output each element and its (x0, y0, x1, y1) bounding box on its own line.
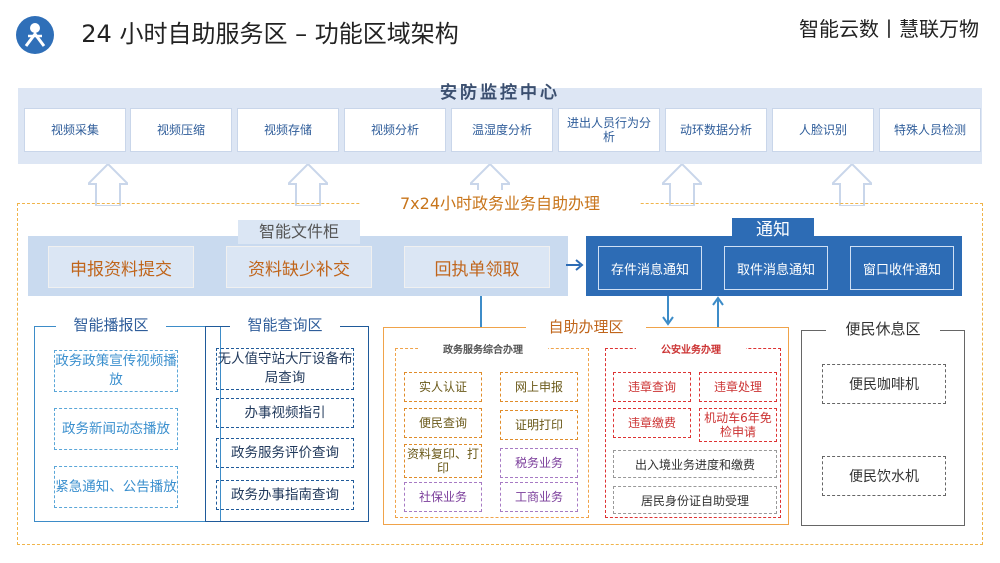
up-arrow-icon (88, 164, 128, 206)
gov-item: 实人认证 (404, 372, 482, 402)
up-arrow-icon (662, 164, 702, 206)
rest-item: 便民饮水机 (822, 456, 946, 496)
page-title: 24 小时自助服务区 – 功能区域架构 (81, 20, 459, 48)
rest-title: 便民休息区 (826, 318, 940, 339)
up-arrow-icon (832, 164, 872, 206)
gov-item: 税务业务 (500, 448, 578, 478)
police-item-wide: 居民身份证自助受理 (613, 486, 777, 514)
file-cabinet-item: 申报资料提交 (48, 246, 194, 288)
gov-item: 证明打印 (500, 410, 578, 440)
broadcast-item: 紧急通知、公告播放 (54, 466, 178, 508)
gov-service-title: 政务服务综合办理 (418, 341, 548, 356)
police-item: 违章缴费 (613, 408, 691, 438)
notice-item: 窗口收件通知 (850, 246, 954, 290)
gov-item: 资料复印、打印 (404, 444, 482, 478)
notice-item: 取件消息通知 (724, 246, 828, 290)
connector-line (480, 296, 482, 328)
broadcast-item: 政务政策宣传视频播放 (54, 350, 178, 392)
query-title: 智能查询区 (230, 314, 340, 335)
file-cabinet-item: 回执单领取 (404, 246, 550, 288)
notice-item: 存件消息通知 (598, 246, 702, 290)
monitor-item: 视频存储 (237, 108, 339, 152)
gov-item: 社保业务 (404, 482, 482, 512)
police-item-wide: 出入境业务进度和缴费 (613, 450, 777, 478)
main-title: 7x24小时政务业务自助办理 (360, 190, 640, 214)
up-small-arrow-icon (712, 296, 724, 328)
monitor-item: 人脸识别 (772, 108, 874, 152)
police-item: 机动车6年免检申请 (699, 408, 777, 442)
monitor-item: 动环数据分析 (665, 108, 767, 152)
police-item: 违章处理 (699, 372, 777, 402)
query-item: 办事视频指引 (216, 398, 354, 428)
down-arrow-icon (662, 296, 674, 326)
monitor-item: 特殊人员检测 (879, 108, 981, 152)
up-arrow-icon (288, 164, 328, 206)
right-arrow-icon (566, 259, 584, 271)
self-service-title: 自助办理区 (526, 316, 646, 337)
monitor-item: 视频压缩 (130, 108, 232, 152)
gov-item: 网上申报 (500, 372, 578, 402)
rest-item: 便民咖啡机 (822, 364, 946, 404)
monitor-item: 视频分析 (344, 108, 446, 152)
police-item: 违章查询 (613, 372, 691, 402)
notice-title: 通知 (732, 218, 814, 242)
monitor-item: 温湿度分析 (451, 108, 553, 152)
query-item: 无人值守站大厅设备布局查询 (216, 348, 354, 390)
file-cabinet-item: 资料缺少补交 (226, 246, 372, 288)
query-item: 政务办事指南查询 (216, 480, 354, 510)
monitor-item: 进出人员行为分析 (558, 108, 660, 152)
monitor-title: 安防监控中心 (440, 83, 560, 103)
rest-panel (801, 330, 965, 526)
logo-icon (16, 16, 54, 54)
gov-item: 便民查询 (404, 408, 482, 438)
brand-text: 智能云数丨慧联万物 (799, 17, 979, 41)
broadcast-title: 智能播报区 (56, 314, 166, 335)
broadcast-item: 政务新闻动态播放 (54, 408, 178, 450)
query-item: 政务服务评价查询 (216, 438, 354, 468)
gov-item: 工商业务 (500, 482, 578, 512)
monitor-item: 视频采集 (24, 108, 126, 152)
police-title: 公安业务办理 (636, 341, 746, 356)
file-cabinet-title: 智能文件柜 (238, 220, 360, 244)
